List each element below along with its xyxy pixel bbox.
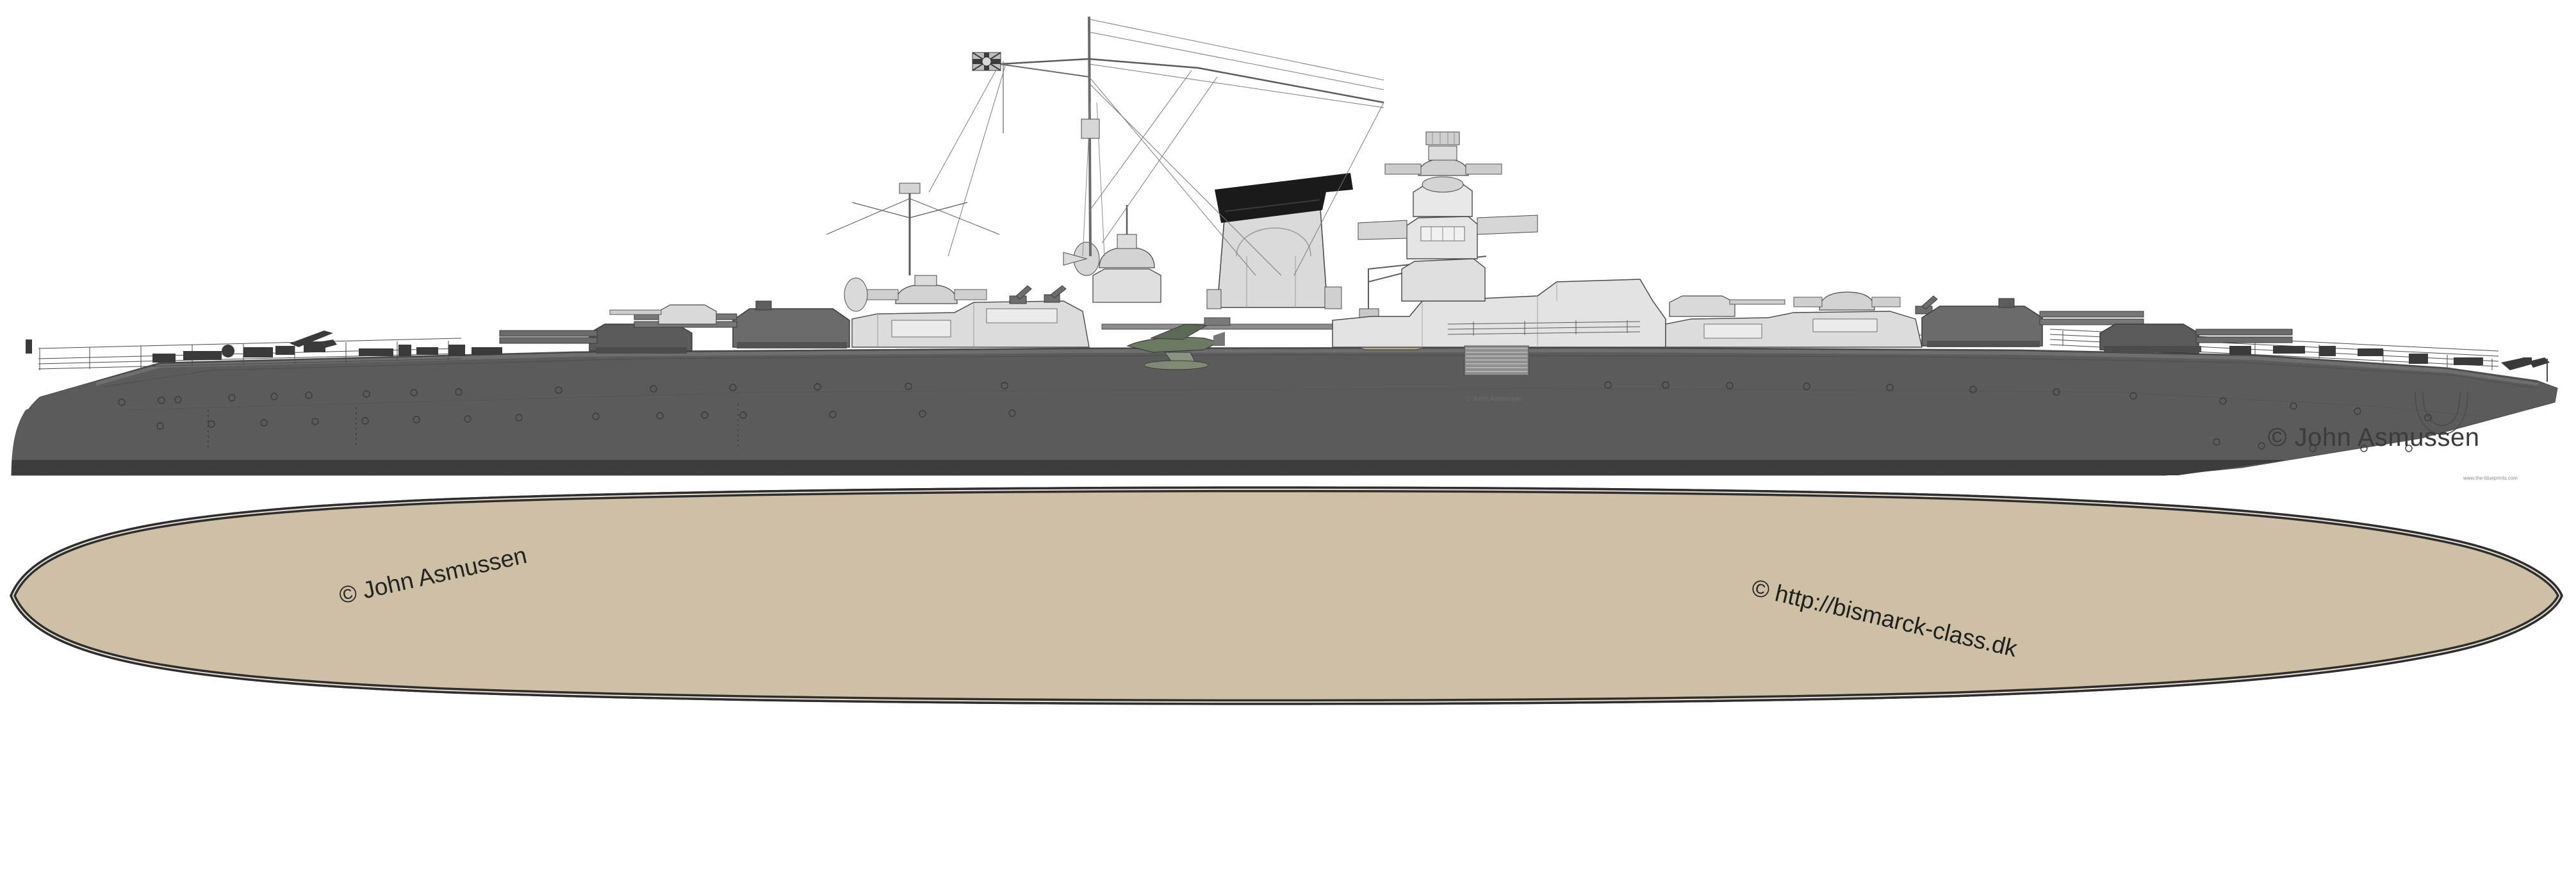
aft-superstructure-profile [609, 275, 1090, 348]
turret-anton-profile [2099, 323, 2293, 354]
forward-superstructure-profile [1665, 291, 1938, 348]
bridge-tower [1358, 131, 1538, 302]
profile-view [11, 16, 2558, 476]
gun-barrels [2195, 329, 2293, 343]
gun-barrels [499, 330, 598, 344]
turret-bruno-profile [1921, 298, 2144, 347]
fwd-rangefinder [1793, 291, 1901, 311]
aft-director-profile [1063, 205, 1161, 303]
anchor-recess [2415, 391, 2468, 435]
turret-dora-profile [499, 323, 693, 354]
foremast-profile [928, 16, 1384, 276]
secondary-turret-aft-1 [609, 304, 717, 325]
bridge-superstructure-profile [1332, 131, 1666, 376]
gun-barrels [2039, 311, 2144, 325]
porthole-row-lower [156, 409, 2413, 452]
aft-rangefinder-cupola [844, 275, 987, 312]
porthole-row-upper [118, 381, 2432, 421]
plan-view [10, 480, 2563, 793]
secondary-turret-fwd [1669, 295, 1785, 317]
side-view-superstructure-copyright: © John Asmussen [1466, 395, 1523, 403]
flak-mounts-fwd [1915, 295, 1938, 315]
draft-marks [208, 404, 739, 448]
arado-floatplane-profile [1126, 323, 1225, 370]
flak-mounts-aft [1009, 285, 1067, 304]
plan-deck-edge-highlight [12, 488, 2561, 596]
hangar-grill [1464, 345, 1529, 376]
mainmast-profile [826, 183, 1000, 275]
profile-hull [11, 347, 2558, 476]
tiny-watermark: www.the-blueprints.com [2463, 475, 2518, 481]
profile-stern-fittings [26, 331, 502, 363]
kriegsmarine-ensign [972, 52, 1001, 71]
profile-forecastle-fittings [2229, 346, 2550, 382]
